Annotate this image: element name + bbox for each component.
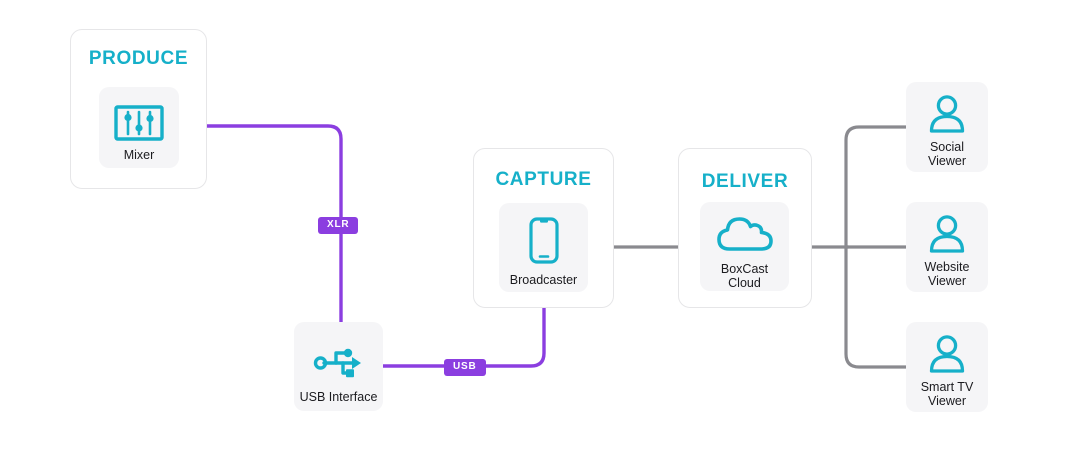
social-viewer-branch <box>844 125 908 249</box>
device-label-mixer: Mixer <box>123 148 155 162</box>
device-tile-mixer[interactable]: Mixer <box>99 87 179 168</box>
viewer-tile-website[interactable]: Website Viewer <box>906 202 988 292</box>
usb-icon <box>312 342 366 382</box>
usb-cable-path <box>381 297 546 368</box>
smart-tv-viewer-branch <box>844 245 908 369</box>
cable-badge-xlr: XLR <box>318 217 359 234</box>
device-tile-boxcast-cloud[interactable]: BoxCast Cloud <box>700 202 789 291</box>
person-icon <box>928 334 966 374</box>
viewer-label-website: Website Viewer <box>924 260 970 288</box>
viewer-tile-social[interactable]: Social Viewer <box>906 82 988 172</box>
device-tile-broadcaster[interactable]: Broadcaster <box>499 203 588 292</box>
person-icon <box>928 214 966 254</box>
cable-badge-usb: USB <box>444 359 486 376</box>
xlr-cable-path <box>181 124 343 324</box>
phone-icon <box>528 217 559 264</box>
viewer-label-social: Social Viewer <box>928 140 966 168</box>
stage-title-produce: PRODUCE <box>88 48 189 69</box>
cloud-icon <box>716 215 774 253</box>
device-tile-usb-interface[interactable]: USB Interface <box>294 322 383 411</box>
stage-title-deliver: DELIVER <box>701 171 789 192</box>
viewer-label-smart-tv: Smart TV Viewer <box>920 380 974 408</box>
device-label-broadcaster: Broadcaster <box>509 273 578 287</box>
device-label-boxcast-cloud: BoxCast Cloud <box>720 262 769 290</box>
stage-title-capture: CAPTURE <box>495 169 592 190</box>
device-label-usb-interface: USB Interface <box>299 390 378 404</box>
viewer-tile-smart-tv[interactable]: Smart TV Viewer <box>906 322 988 412</box>
mixer-icon <box>114 105 164 141</box>
person-icon <box>928 94 966 134</box>
